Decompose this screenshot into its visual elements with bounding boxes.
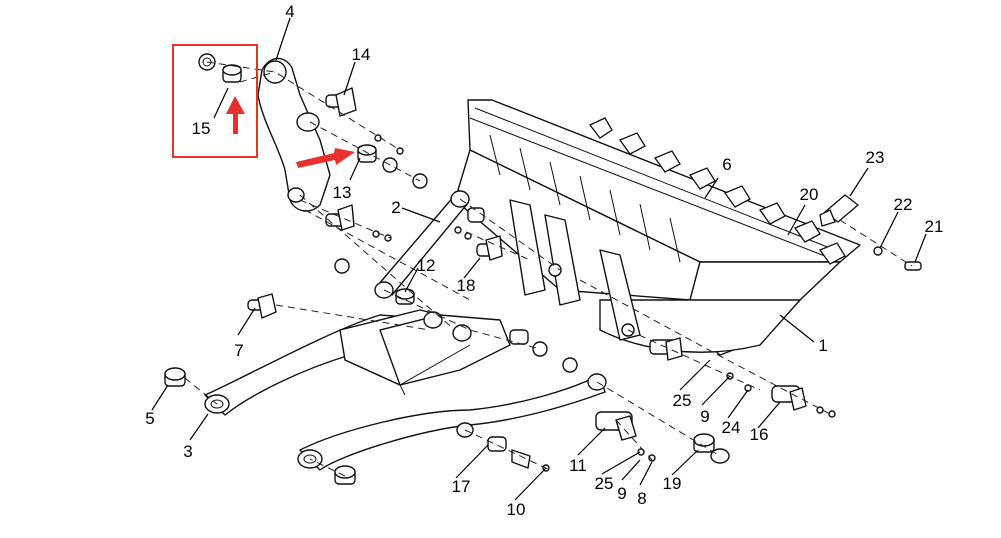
loader-arm-drawing bbox=[204, 309, 607, 471]
callout-24: 24 bbox=[722, 418, 741, 437]
callout-9-upper: 9 bbox=[700, 407, 709, 426]
callout-2: 2 bbox=[391, 198, 400, 217]
callout-7: 7 bbox=[234, 341, 243, 360]
callout-labels: 4 14 15 13 2 12 18 7 5 3 17 10 11 25 9 8… bbox=[145, 2, 943, 519]
callout-16: 16 bbox=[750, 425, 769, 444]
callout-17: 17 bbox=[452, 477, 471, 496]
callout-25-lower: 25 bbox=[595, 474, 614, 493]
highlight-annotations bbox=[172, 44, 355, 168]
callout-20: 20 bbox=[800, 185, 819, 204]
link-drawing bbox=[374, 190, 470, 299]
bucket-drawing bbox=[454, 99, 861, 356]
callout-13: 13 bbox=[333, 183, 352, 202]
callout-15: 15 bbox=[192, 119, 211, 138]
callout-4: 4 bbox=[285, 2, 294, 21]
callout-10: 10 bbox=[507, 500, 526, 519]
callout-23: 23 bbox=[866, 148, 885, 167]
callout-19: 19 bbox=[663, 474, 682, 493]
callout-5: 5 bbox=[145, 409, 154, 428]
callout-14: 14 bbox=[352, 45, 371, 64]
assembly-lines bbox=[184, 61, 913, 477]
callout-1: 1 bbox=[818, 336, 827, 355]
callout-3: 3 bbox=[183, 442, 192, 461]
red-arrow-up bbox=[226, 96, 245, 134]
leader-lines bbox=[151, 17, 927, 501]
callout-22: 22 bbox=[894, 195, 913, 214]
bellcrank-drawing bbox=[257, 57, 331, 212]
callout-8: 8 bbox=[637, 489, 646, 508]
callout-12: 12 bbox=[417, 256, 436, 275]
highlight-box bbox=[172, 44, 258, 158]
callout-9-lower: 9 bbox=[617, 484, 626, 503]
callout-21: 21 bbox=[925, 217, 944, 236]
callout-11: 11 bbox=[569, 456, 587, 475]
callout-25-upper: 25 bbox=[673, 391, 692, 410]
callout-6: 6 bbox=[722, 155, 731, 174]
small-parts-drawing bbox=[164, 53, 922, 485]
callout-18: 18 bbox=[457, 276, 476, 295]
red-arrow-right bbox=[296, 148, 355, 168]
